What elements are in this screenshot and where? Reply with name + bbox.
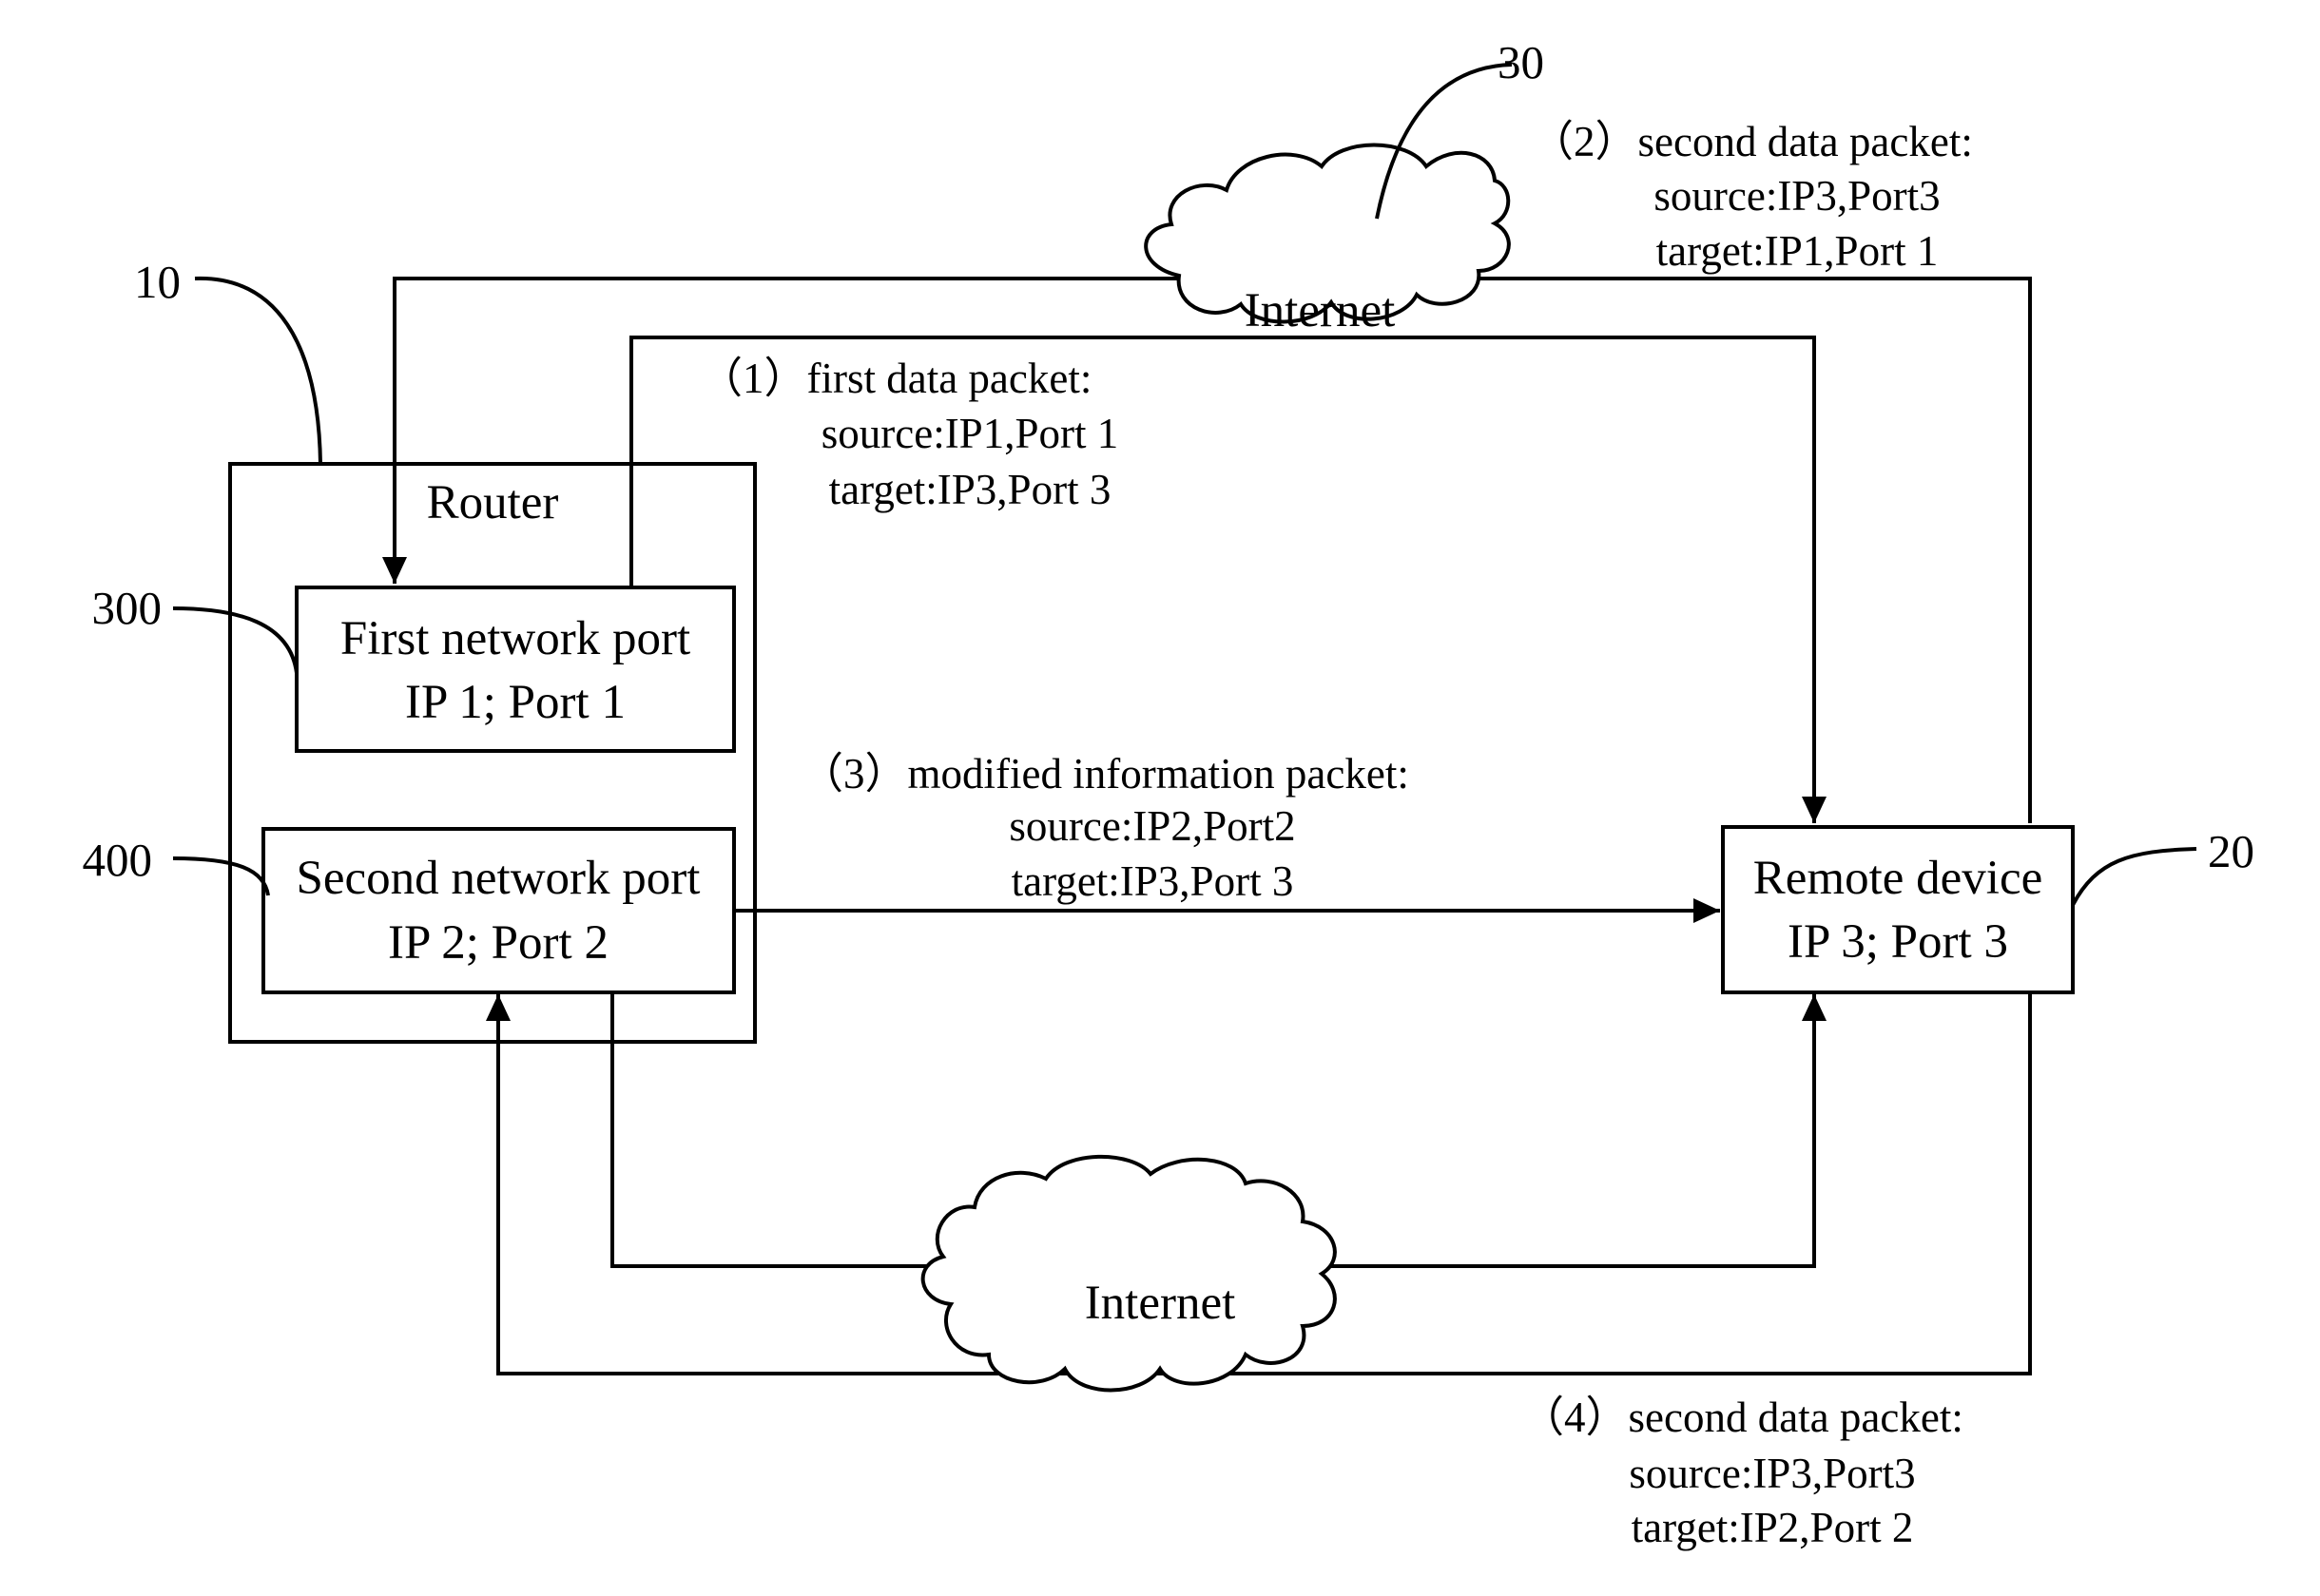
packet1-target: target:IP3,Port 3 — [829, 466, 1112, 513]
internet-label-top: Internet — [1245, 284, 1396, 337]
leader-first-port — [173, 608, 297, 673]
packet4-title: （4）second data packet: — [1521, 1394, 1963, 1441]
internet-cloud-bottom — [923, 1157, 1335, 1391]
remote-device-name: Remote device — [1753, 852, 2042, 905]
packet2-title: （2）second data packet: — [1531, 118, 1973, 165]
internet-label-bottom: Internet — [1085, 1277, 1236, 1330]
leader-second-port — [173, 858, 268, 895]
packet3-title: （3）modified information packet: — [801, 750, 1409, 798]
ref-remote: 20 — [2208, 825, 2254, 877]
remote-device-address: IP 3; Port 3 — [1788, 915, 2008, 969]
packet4-source: source:IP3,Port3 — [1629, 1450, 1915, 1497]
packet3-source: source:IP2,Port2 — [1009, 802, 1295, 850]
first-port-name: First network port — [340, 612, 690, 665]
packet1-source: source:IP1,Port 1 — [822, 410, 1118, 457]
ref-internet: 30 — [1498, 36, 1544, 88]
first-port-address: IP 1; Port 1 — [405, 676, 626, 729]
packet1-title: （1）first data packet: — [700, 355, 1092, 402]
leader-router — [195, 279, 320, 464]
packet4-target: target:IP2,Port 2 — [1632, 1504, 1914, 1551]
packet3-target: target:IP3,Port 3 — [1012, 857, 1294, 905]
ref-first-port: 300 — [92, 582, 163, 634]
second-port-name: Second network port — [297, 852, 701, 905]
second-port-address: IP 2; Port 2 — [388, 916, 609, 970]
ref-router: 10 — [134, 256, 181, 308]
packet2-source: source:IP3,Port3 — [1653, 172, 1940, 220]
packet2-target: target:IP1,Port 1 — [1656, 227, 1939, 275]
router-title: Router — [427, 476, 559, 529]
leader-remote — [2073, 849, 2196, 905]
ref-second-port: 400 — [83, 834, 153, 886]
